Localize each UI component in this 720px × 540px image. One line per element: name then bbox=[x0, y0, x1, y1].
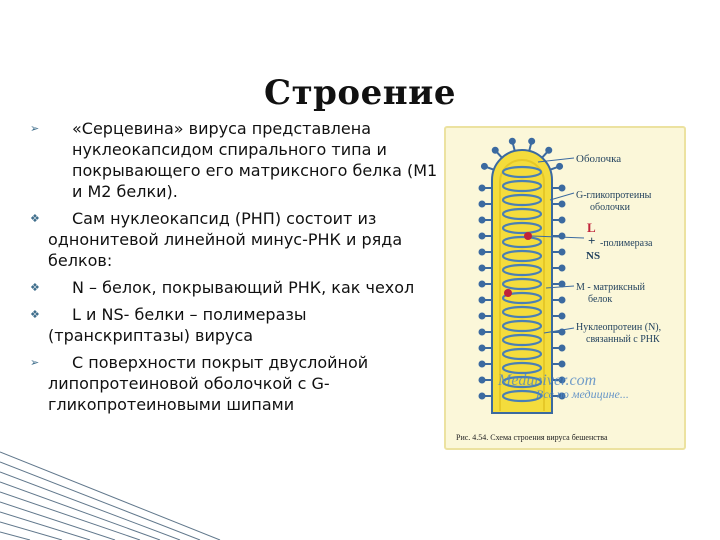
coil-loop bbox=[501, 277, 543, 291]
spike-head bbox=[478, 232, 486, 240]
coil-loop bbox=[501, 375, 543, 389]
spike-head bbox=[558, 216, 566, 224]
spike-head bbox=[558, 248, 566, 256]
label-polymerase: -полимераза bbox=[600, 238, 653, 249]
spike-head bbox=[478, 200, 486, 208]
coil-loop bbox=[501, 235, 543, 249]
spike-head bbox=[558, 264, 566, 272]
label-matrix: М - матриксный bbox=[576, 282, 646, 293]
label-envelope: Оболочка bbox=[576, 153, 621, 165]
spike-head bbox=[545, 146, 553, 154]
coil-loop bbox=[501, 305, 543, 319]
arrow-bullet-icon: ➢ bbox=[30, 122, 40, 135]
bullet-text: L и NS- белки – полимеразы (транскриптаз… bbox=[48, 305, 307, 345]
spike-head bbox=[478, 360, 486, 368]
spike-head bbox=[478, 216, 486, 224]
spike-head bbox=[558, 376, 566, 384]
spike-head bbox=[558, 392, 566, 400]
diamond-bullet-icon: ❖ bbox=[30, 281, 40, 294]
virus-structure-figure: Оболочка G-гликопротеины оболочки L + NS… bbox=[444, 126, 686, 450]
spike-head bbox=[478, 328, 486, 336]
spike-head bbox=[478, 184, 486, 192]
virus-diagram: Оболочка G-гликопротеины оболочки L + NS… bbox=[456, 137, 661, 442]
spike-head bbox=[558, 312, 566, 320]
coil-loop bbox=[501, 249, 543, 263]
bullet-item: ➢ С поверхности покрыт двуслойной липопр… bbox=[30, 352, 440, 415]
label-nucleoprotein: Нуклеопротеин (N), bbox=[576, 322, 661, 333]
coil-loop bbox=[501, 263, 543, 277]
figure-caption: Рис. 4.54. Схема строения вируса бешенст… bbox=[456, 433, 608, 442]
diamond-bullet-icon: ❖ bbox=[30, 308, 40, 321]
spike-head bbox=[478, 392, 486, 400]
spike-head bbox=[558, 344, 566, 352]
coil-loop bbox=[501, 389, 543, 403]
label-glyco: G-гликопротеины bbox=[576, 190, 652, 201]
watermark-tagline: Все по медицине... bbox=[536, 387, 629, 401]
diamond-bullet-icon: ❖ bbox=[30, 212, 40, 225]
glycoprotein-spikes bbox=[478, 137, 566, 400]
label-NS: NS bbox=[586, 250, 600, 262]
polymerase-dot bbox=[504, 289, 512, 297]
spike-head bbox=[478, 344, 486, 352]
label-glyco-2: оболочки bbox=[590, 202, 631, 213]
bullet-text: N – белок, покрывающий РНК, как чехол bbox=[72, 278, 415, 297]
bullet-item: ➢ «Серцевина» вируса представлена нуклео… bbox=[30, 118, 440, 202]
coil-loop bbox=[501, 361, 543, 375]
bullet-text: С поверхности покрыт двуслойной липопрот… bbox=[48, 353, 369, 414]
spike-head bbox=[478, 280, 486, 288]
spike-head bbox=[558, 200, 566, 208]
spike-head bbox=[528, 137, 536, 145]
spike-head bbox=[491, 146, 499, 154]
bullet-item: ❖ N – белок, покрывающий РНК, как чехол bbox=[30, 277, 440, 298]
polymerase-dot bbox=[524, 232, 532, 240]
spike-head bbox=[478, 264, 486, 272]
spike-head bbox=[558, 232, 566, 240]
coil-loop bbox=[501, 347, 543, 361]
coil-loop bbox=[501, 179, 543, 193]
spike-head bbox=[478, 312, 486, 320]
nucleocapsid-coils bbox=[501, 165, 543, 403]
spike-head bbox=[558, 360, 566, 368]
spike-head bbox=[558, 184, 566, 192]
coil-loop bbox=[501, 333, 543, 347]
spike-head bbox=[480, 162, 488, 170]
spike-head bbox=[558, 280, 566, 288]
label-matrix-2: белок bbox=[588, 294, 612, 305]
label-plus: + bbox=[588, 233, 595, 248]
arrow-bullet-icon: ➢ bbox=[30, 356, 40, 369]
spike-head bbox=[478, 248, 486, 256]
spike-head bbox=[556, 162, 564, 170]
bullet-text: Сам нуклеокапсид (РНП) состоит из однони… bbox=[48, 209, 403, 270]
spike-head bbox=[558, 296, 566, 304]
label-L: L bbox=[587, 220, 596, 235]
coil-loop bbox=[501, 193, 543, 207]
bullet-list: ➢ «Серцевина» вируса представлена нуклео… bbox=[30, 118, 440, 421]
watermark-site: Meduniver.com bbox=[497, 372, 596, 389]
bullet-item: ❖ Сам нуклеокапсид (РНП) состоит из одно… bbox=[30, 208, 440, 271]
coil-loop bbox=[501, 165, 543, 179]
slide-title: Строение bbox=[264, 72, 456, 113]
bullet-item: ❖ L и NS- белки – полимеразы (транскрипт… bbox=[30, 304, 440, 346]
coil-loop bbox=[501, 221, 543, 235]
coil-loop bbox=[501, 319, 543, 333]
label-nucleoprotein-2: связанный с РНК bbox=[586, 334, 660, 345]
virus-envelope bbox=[491, 149, 553, 414]
coil-loop bbox=[501, 207, 543, 221]
spike-head bbox=[508, 137, 516, 145]
spike-head bbox=[478, 376, 486, 384]
spike-head bbox=[478, 296, 486, 304]
coil-loop bbox=[501, 291, 543, 305]
bullet-text: «Серцевина» вируса представлена нуклеока… bbox=[72, 119, 438, 201]
